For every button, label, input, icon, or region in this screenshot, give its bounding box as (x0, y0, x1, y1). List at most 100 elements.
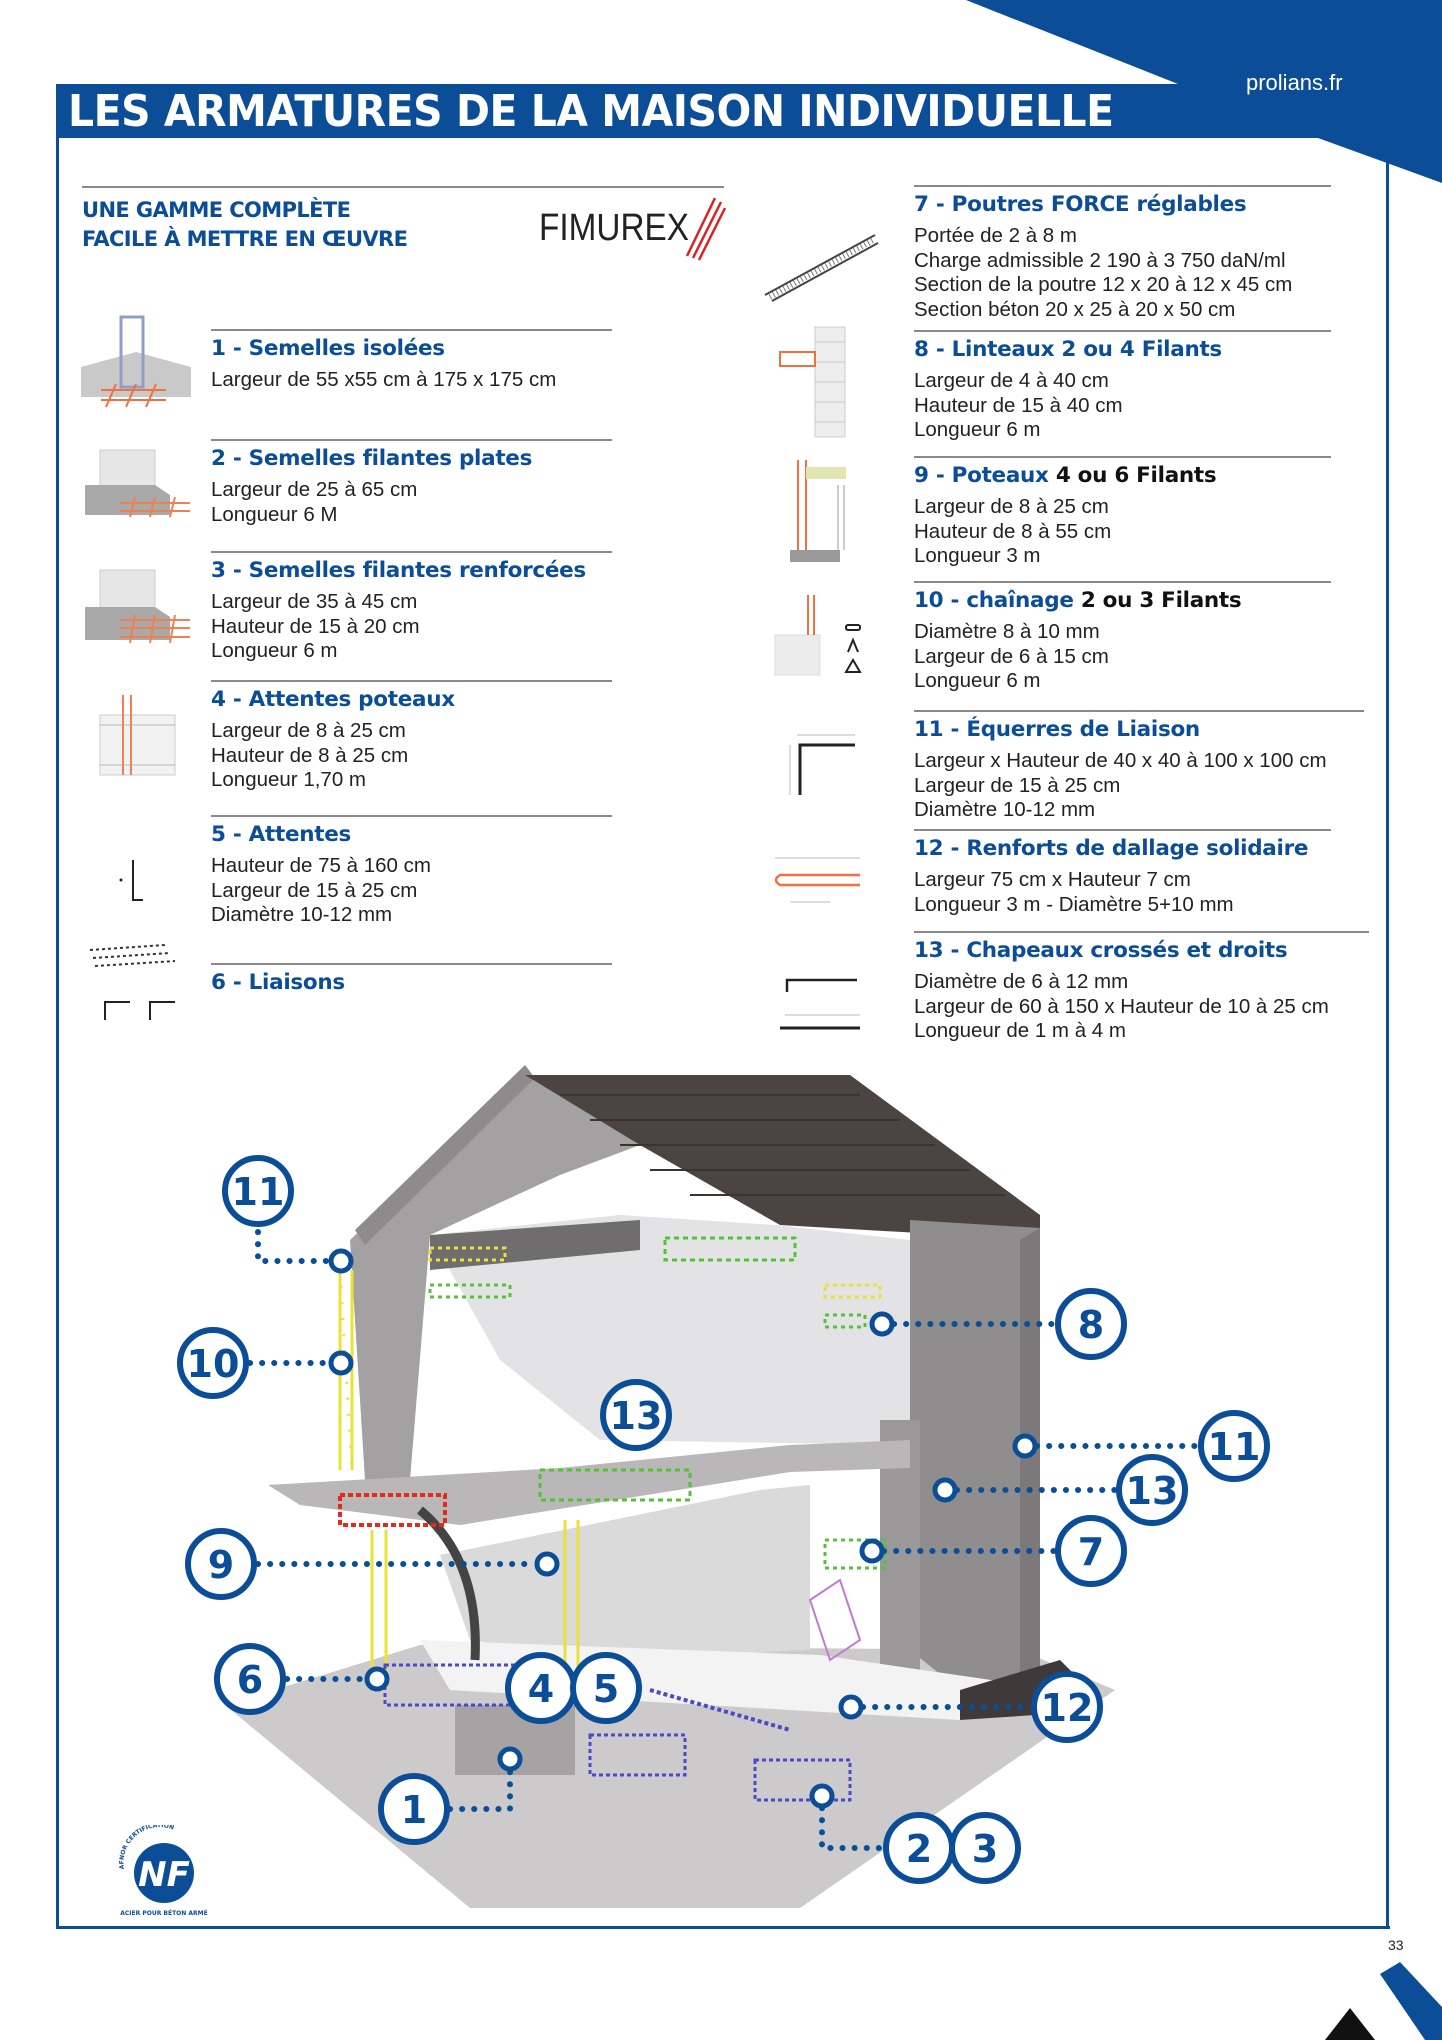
svg-text:6: 6 (237, 1658, 263, 1702)
callout-7[interactable]: 7 (1055, 1515, 1127, 1587)
svg-text:5: 5 (593, 1667, 619, 1711)
callout-11-top[interactable]: 11 (222, 1155, 294, 1227)
item-title: 7 - Poutres FORCE réglables (914, 192, 1247, 217)
intro-line-2: FACILE À METTRE EN ŒUVRE (82, 227, 408, 251)
svg-text:9: 9 (208, 1543, 234, 1587)
item-spec: Hauteur de 8 à 55 cm (914, 519, 1112, 543)
item-title: 8 - Linteaux 2 ou 4 Filants (914, 337, 1222, 362)
item-spec: Charge admissible 2 190 à 3 750 daN/ml (914, 248, 1286, 272)
item-spec: Diamètre 8 à 10 mm (914, 620, 1100, 643)
item-spec: Longueur 3 m (914, 544, 1041, 567)
item-poutres-force: 7 - Poutres FORCE réglables Portée de 2 … (914, 185, 1331, 322)
nf-certification-logo: AFNOR CERTIFICATION NF ACIER POUR BÉTON … (118, 1825, 207, 1917)
callout-13-top[interactable]: 13 (600, 1379, 672, 1451)
attente-poteau-illustration (99, 695, 176, 776)
item-spec: Diamètre 10-12 mm (211, 903, 393, 926)
item-title: 3 - Semelles filantes renforcées (211, 558, 586, 583)
svg-text:NF: NF (138, 1855, 190, 1895)
semelle-isolee-illustration (81, 315, 191, 408)
callout-4[interactable]: 4 (505, 1652, 577, 1724)
callout-3[interactable]: 3 (949, 1812, 1021, 1884)
callout-6[interactable]: 6 (214, 1643, 286, 1715)
callout-11-right[interactable]: 11 (1198, 1410, 1270, 1482)
callout-10[interactable]: 10 (177, 1327, 249, 1399)
frame-border-left (56, 137, 59, 1929)
callout-leaders (247, 1229, 1201, 1851)
page-number: 33 (1388, 1937, 1404, 1953)
liaisons-illustration (89, 944, 176, 1020)
item-spec: Largeur de 8 à 25 cm (914, 495, 1109, 518)
callout-9[interactable]: 9 (185, 1528, 257, 1600)
house-drawing (225, 1065, 1115, 1908)
item-spec: Section de la poutre 12 x 20 à 12 x 45 c… (914, 273, 1293, 296)
equerre-illustration (789, 734, 855, 795)
page-title: LES ARMATURES DE LA MAISON INDIVIDUELLE (68, 86, 1114, 137)
svg-text:7: 7 (1078, 1530, 1104, 1574)
item-spec: Largeur de 25 à 65 cm (211, 478, 418, 501)
item-spec: Largeur 75 cm x Hauteur 7 cm (914, 868, 1191, 891)
svg-text:2: 2 (906, 1827, 932, 1871)
item-title: 11 - Équerres de Liaison (914, 717, 1200, 742)
item-title: 2 - Semelles filantes plates (211, 446, 533, 471)
callout-anchors (328, 1248, 1038, 1809)
item-spec: Diamètre 10-12 mm (914, 798, 1096, 821)
svg-text:11: 11 (232, 1170, 285, 1214)
item-semelles-filantes-plates: 2 - Semelles filantes plates Largeur de … (211, 439, 612, 527)
item-title-main: 10 - chaînage (914, 588, 1074, 613)
item-spec: Section béton 20 x 25 à 20 x 50 cm (914, 297, 1236, 321)
svg-text:FIMUREX: FIMUREX (539, 207, 689, 249)
callout-8[interactable]: 8 (1055, 1288, 1127, 1360)
item-semelles-isolees: 1 - Semelles isolées Largeur de 55 x55 c… (211, 329, 612, 393)
item-spec: Longueur 6 m (914, 669, 1041, 692)
linteau-illustration (779, 326, 846, 438)
intro-block: UNE GAMME COMPLÈTE FACILE À METTRE EN ŒU… (82, 186, 724, 254)
site-link[interactable]: prolians.fr (1246, 70, 1343, 95)
item-spec: Longueur 6 M (211, 502, 338, 526)
item-spec: Largeur de 15 à 25 cm (914, 773, 1121, 797)
item-spec: Hauteur de 75 à 160 cm (211, 854, 431, 877)
item-spec: Longueur 1,70 m (211, 768, 367, 791)
callout-1[interactable]: 1 (378, 1773, 450, 1845)
callout-2[interactable]: 2 (883, 1812, 955, 1884)
item-title: 13 - Chapeaux crossés et droits (914, 938, 1288, 963)
item-liaisons: 6 - Liaisons (211, 963, 612, 1002)
item-chapeaux: 13 - Chapeaux crossés et droits Diamètre… (914, 931, 1369, 1044)
item-spec: Hauteur de 15 à 40 cm (914, 393, 1123, 417)
svg-text:10: 10 (187, 1342, 240, 1386)
item-title-suffix: 4 ou 6 Filants (1055, 463, 1217, 488)
svg-text:13: 13 (610, 1394, 663, 1438)
item-linteaux: 8 - Linteaux 2 ou 4 Filants Largeur de 4… (914, 330, 1331, 443)
item-spec: Longueur 6 m (211, 639, 338, 662)
item-spec: Portée de 2 à 8 m (914, 224, 1077, 247)
header-banner (56, 0, 1442, 183)
item-spec: Diamètre de 6 à 12 mm (914, 970, 1129, 993)
svg-text:ACIER POUR BÉTON ARMÉ: ACIER POUR BÉTON ARMÉ (120, 1909, 207, 1917)
poteau-illustration (790, 460, 846, 562)
attente-illustration (119, 860, 143, 901)
item-spec: Longueur de 1 m à 4 m (914, 1019, 1126, 1042)
item-spec: Largeur de 8 à 25 cm (211, 719, 406, 742)
item-spec: Hauteur de 8 à 25 cm (211, 743, 409, 767)
item-title: 6 - Liaisons (211, 970, 345, 995)
item-chainage: 10 - chaînage 2 ou 3 Filants Diamètre 8 … (914, 581, 1331, 694)
item-spec: Largeur x Hauteur de 40 x 40 à 100 x 100… (914, 749, 1327, 772)
svg-text:1: 1 (401, 1788, 427, 1832)
item-title: 9 - Poteaux 4 ou 6 Filants (914, 463, 1331, 489)
item-title-main: 9 - Poteaux (914, 463, 1049, 488)
item-title: 12 - Renforts de dallage solidaire (914, 836, 1309, 861)
svg-text:3: 3 (972, 1827, 998, 1871)
item-renforts-dallage: 12 - Renforts de dallage solidaire Large… (914, 829, 1331, 917)
item-title: 10 - chaînage 2 ou 3 Filants (914, 588, 1331, 614)
item-equerres: 11 - Équerres de Liaison Largeur x Haute… (914, 710, 1364, 823)
callout-5[interactable]: 5 (570, 1652, 642, 1724)
callout-12[interactable]: 12 (1031, 1671, 1103, 1743)
fimurex-logo: FIMUREX (539, 197, 727, 261)
semelle-filante-renforcee-illustration (85, 569, 190, 644)
item-spec: Largeur de 6 à 15 cm (914, 644, 1109, 668)
item-semelles-filantes-renforcees: 3 - Semelles filantes renforcées Largeur… (211, 551, 612, 664)
frame-border-right (1386, 160, 1389, 1929)
chapeau-illustration (780, 978, 860, 1030)
semelle-filante-plate-illustration (85, 449, 190, 518)
svg-text:12: 12 (1041, 1686, 1094, 1730)
callout-13-right[interactable]: 13 (1116, 1454, 1188, 1526)
